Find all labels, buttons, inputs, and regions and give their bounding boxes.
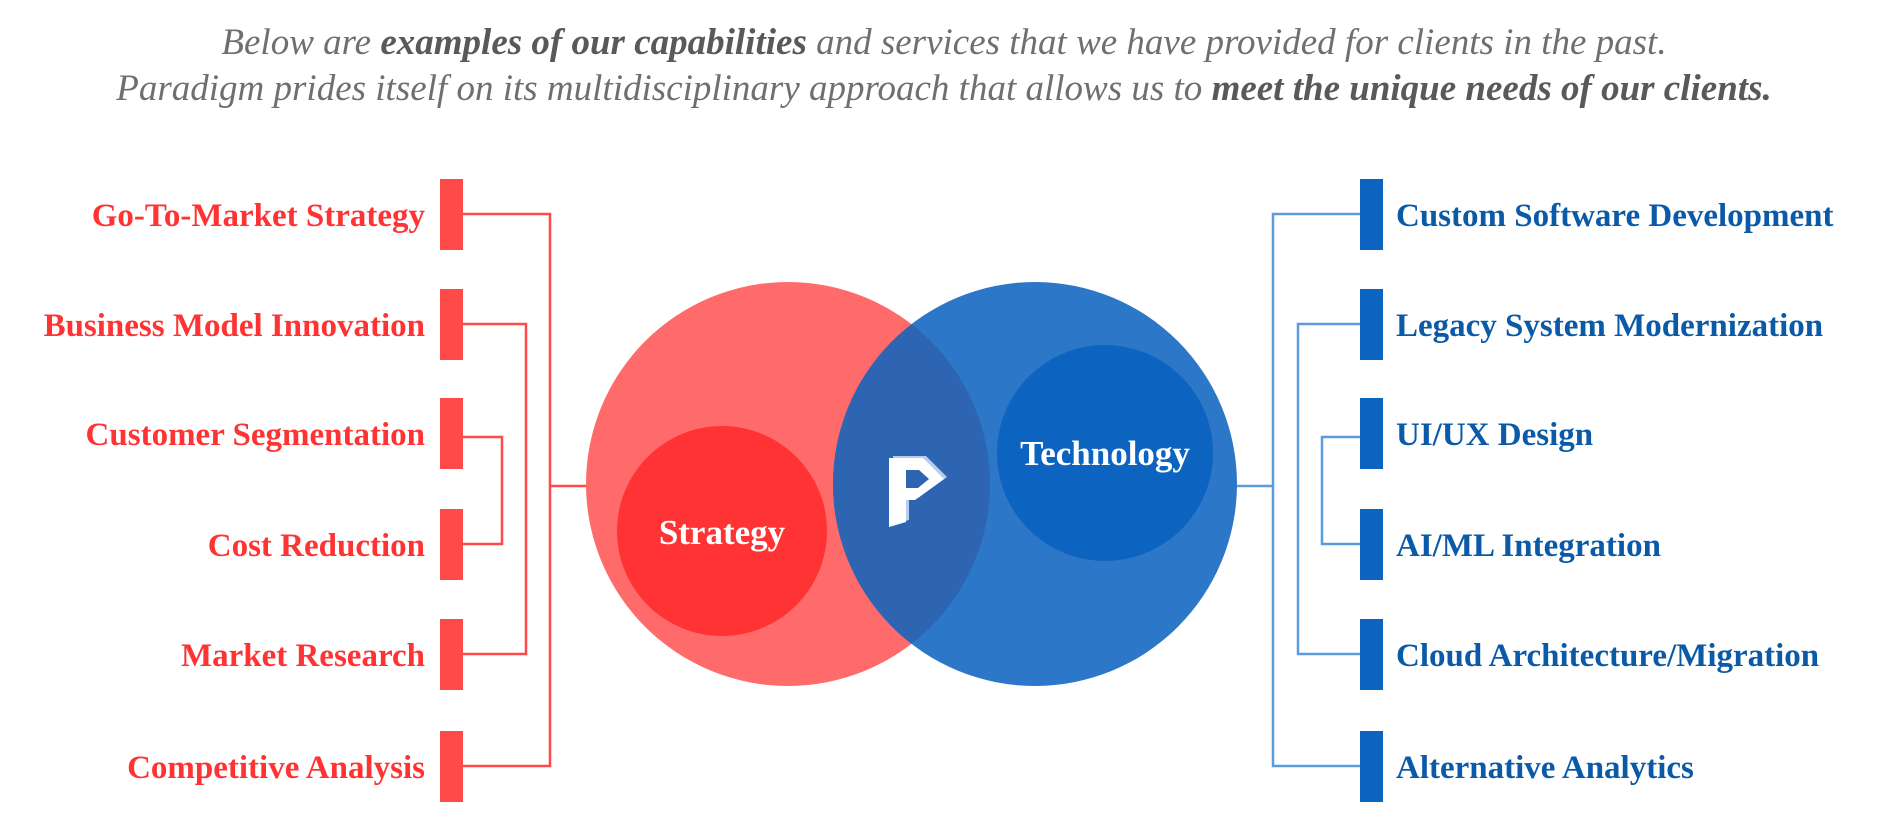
technology-connector-tree: [1236, 212, 1360, 768]
paradigm-logo-icon: [889, 456, 947, 527]
venn-overlap: [833, 282, 990, 686]
technology-item-label: Custom Software Development: [1396, 198, 1834, 234]
strategy-item-marker: [440, 289, 463, 360]
strategy-title: Strategy: [659, 513, 786, 552]
technology-bracket-inner: [1320, 435, 1360, 546]
technology-markers: [1360, 179, 1383, 802]
strategy-item-label: Go-To-Market Strategy: [92, 198, 426, 234]
technology-item-label: UI/UX Design: [1396, 417, 1593, 453]
strategy-inner-circle: [617, 426, 827, 636]
strategy-item-marker: [440, 731, 463, 802]
intro-emphasis-1: examples of our capabilities: [380, 22, 807, 63]
intro-line-2: Paradigm prides itself on its multidisci…: [116, 68, 1772, 109]
strategy-item-label: Competitive Analysis: [127, 750, 425, 786]
technology-item-marker: [1360, 289, 1383, 360]
technology-item-label: Legacy System Modernization: [1396, 308, 1823, 344]
strategy-item-label: Business Model Innovation: [44, 308, 425, 344]
strategy-item-marker: [440, 398, 463, 469]
technology-item-marker: [1360, 619, 1383, 690]
strategy-bracket-inner: [462, 435, 504, 546]
strategy-bracket-outer: [462, 212, 552, 768]
intro-text: Below are examples of our capabilities a…: [0, 20, 1888, 112]
technology-item-label: AI/ML Integration: [1396, 528, 1661, 564]
intro-emphasis-2: meet the unique needs of our clients.: [1211, 68, 1772, 109]
strategy-bracket-middle: [462, 322, 528, 656]
technology-item-marker: [1360, 398, 1383, 469]
strategy-item-label: Cost Reduction: [208, 528, 425, 564]
strategy-item-marker: [440, 619, 463, 690]
strategy-item-marker: [440, 509, 463, 580]
intro-line-1: Below are examples of our capabilities a…: [221, 22, 1667, 63]
technology-item-marker: [1360, 731, 1383, 802]
technology-bracket-outer: [1271, 212, 1360, 768]
strategy-item-marker: [440, 179, 463, 250]
technology-item-marker: [1360, 179, 1383, 250]
technology-title: Technology: [1020, 434, 1190, 473]
technology-item-label: Alternative Analytics: [1396, 750, 1694, 786]
strategy-item-label: Market Research: [181, 638, 425, 674]
strategy-item-label: Customer Segmentation: [86, 417, 425, 453]
strategy-markers: [440, 179, 463, 802]
technology-item-label: Cloud Architecture/Migration: [1396, 638, 1819, 674]
technology-item-marker: [1360, 509, 1383, 580]
technology-inner-circle: [997, 345, 1213, 561]
strategy-connector-tree: [462, 212, 588, 768]
technology-bracket-middle: [1296, 322, 1360, 656]
